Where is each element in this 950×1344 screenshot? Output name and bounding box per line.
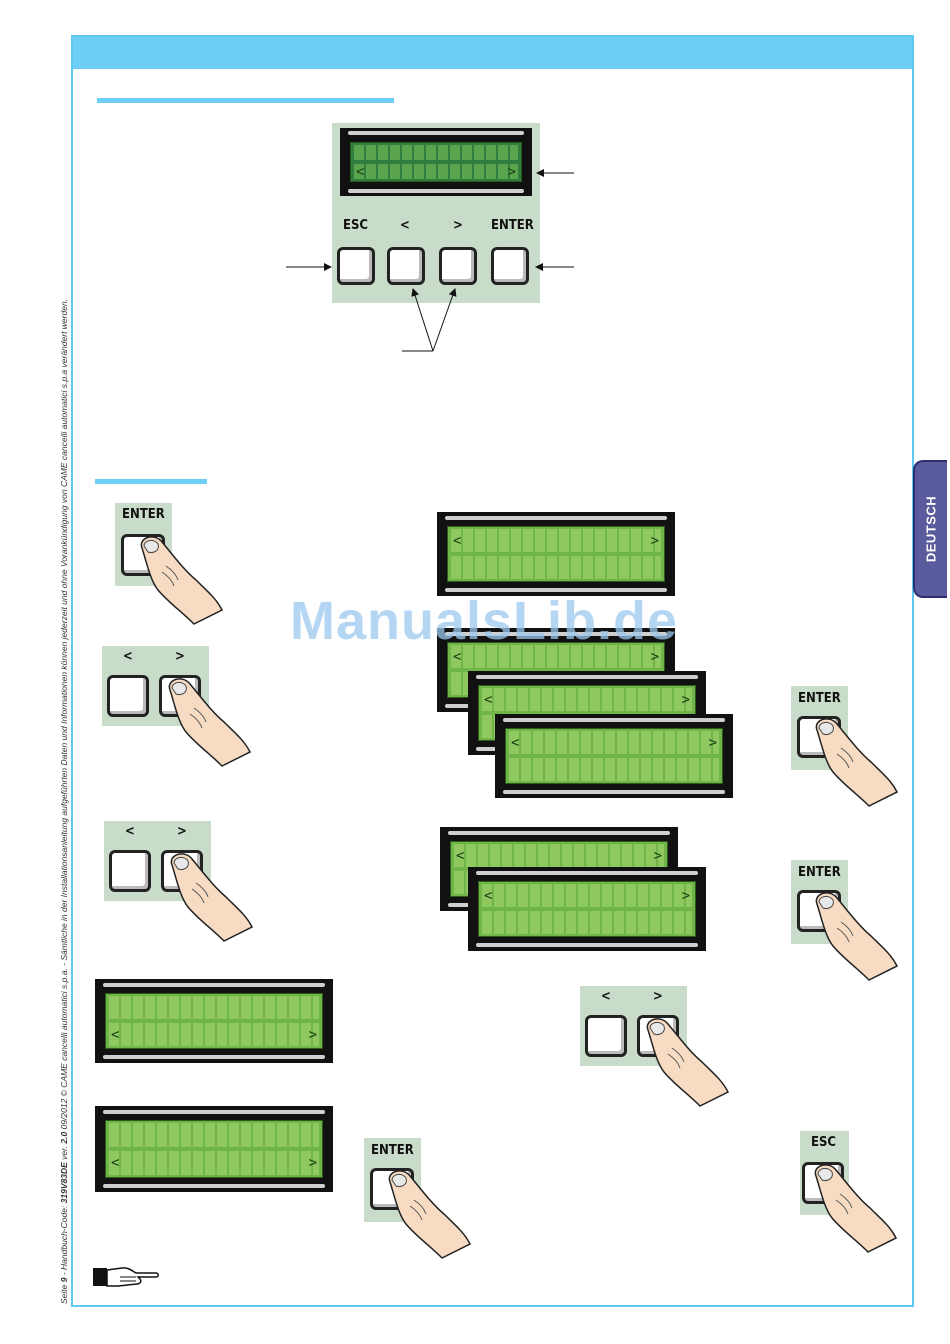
callout-arrows: [286, 169, 574, 352]
page-frame: [71, 35, 914, 1307]
key-label-right: >: [453, 218, 463, 233]
footer-note: Seite 9 - Handbuch-Code: 319V83DE ver. 2…: [59, 298, 69, 1304]
watermark: ManualsLib.de: [290, 591, 679, 651]
key-label-right: >: [177, 824, 187, 839]
key-label-left: <: [400, 218, 410, 233]
hand-pointer-icon: [93, 1267, 159, 1287]
language-tab[interactable]: DEUTSCH: [913, 460, 947, 598]
key-label-left: <: [601, 989, 611, 1004]
key-label-enter: ENTER: [491, 218, 534, 233]
enter-button[interactable]: [491, 247, 529, 285]
key-label-left: <: [125, 824, 135, 839]
key-label-esc: ESC: [343, 218, 368, 233]
section-rule-2: [95, 479, 207, 484]
lcd-display: <>: [437, 512, 675, 596]
finger-press-icon: [646, 1018, 729, 1107]
key-label-enter: ENTER: [371, 1143, 414, 1158]
left-button[interactable]: [107, 675, 149, 717]
lcd-display-main: <>: [340, 128, 532, 196]
finger-press-icon: [168, 678, 251, 767]
lcd-display: <>: [95, 979, 333, 1063]
lcd-display-stack-5: <>: [468, 867, 706, 951]
left-button[interactable]: [585, 1015, 627, 1057]
key-label-enter: ENTER: [122, 507, 165, 522]
finger-press-icon: [140, 536, 223, 625]
right-button[interactable]: [439, 247, 477, 285]
key-label-left: <: [123, 649, 133, 664]
left-button[interactable]: [387, 247, 425, 285]
finger-press-icon: [814, 1164, 897, 1253]
finger-press-icon: [815, 718, 898, 807]
key-label-esc: ESC: [811, 1135, 836, 1150]
language-tab-label: DEUTSCH: [923, 495, 939, 563]
esc-button[interactable]: [337, 247, 375, 285]
left-button[interactable]: [109, 850, 151, 892]
finger-press-icon: [170, 853, 253, 942]
lcd-display: <>: [95, 1106, 333, 1192]
finger-press-icon: [815, 892, 898, 981]
finger-press-icon: [388, 1170, 471, 1259]
section-rule-1: [97, 98, 394, 103]
lcd-display-stack-3: <>: [495, 714, 733, 798]
key-label-right: >: [175, 649, 185, 664]
header-bar: [71, 35, 914, 69]
key-label-right: >: [653, 989, 663, 1004]
key-label-enter: ENTER: [798, 691, 841, 706]
key-label-enter: ENTER: [798, 865, 841, 880]
